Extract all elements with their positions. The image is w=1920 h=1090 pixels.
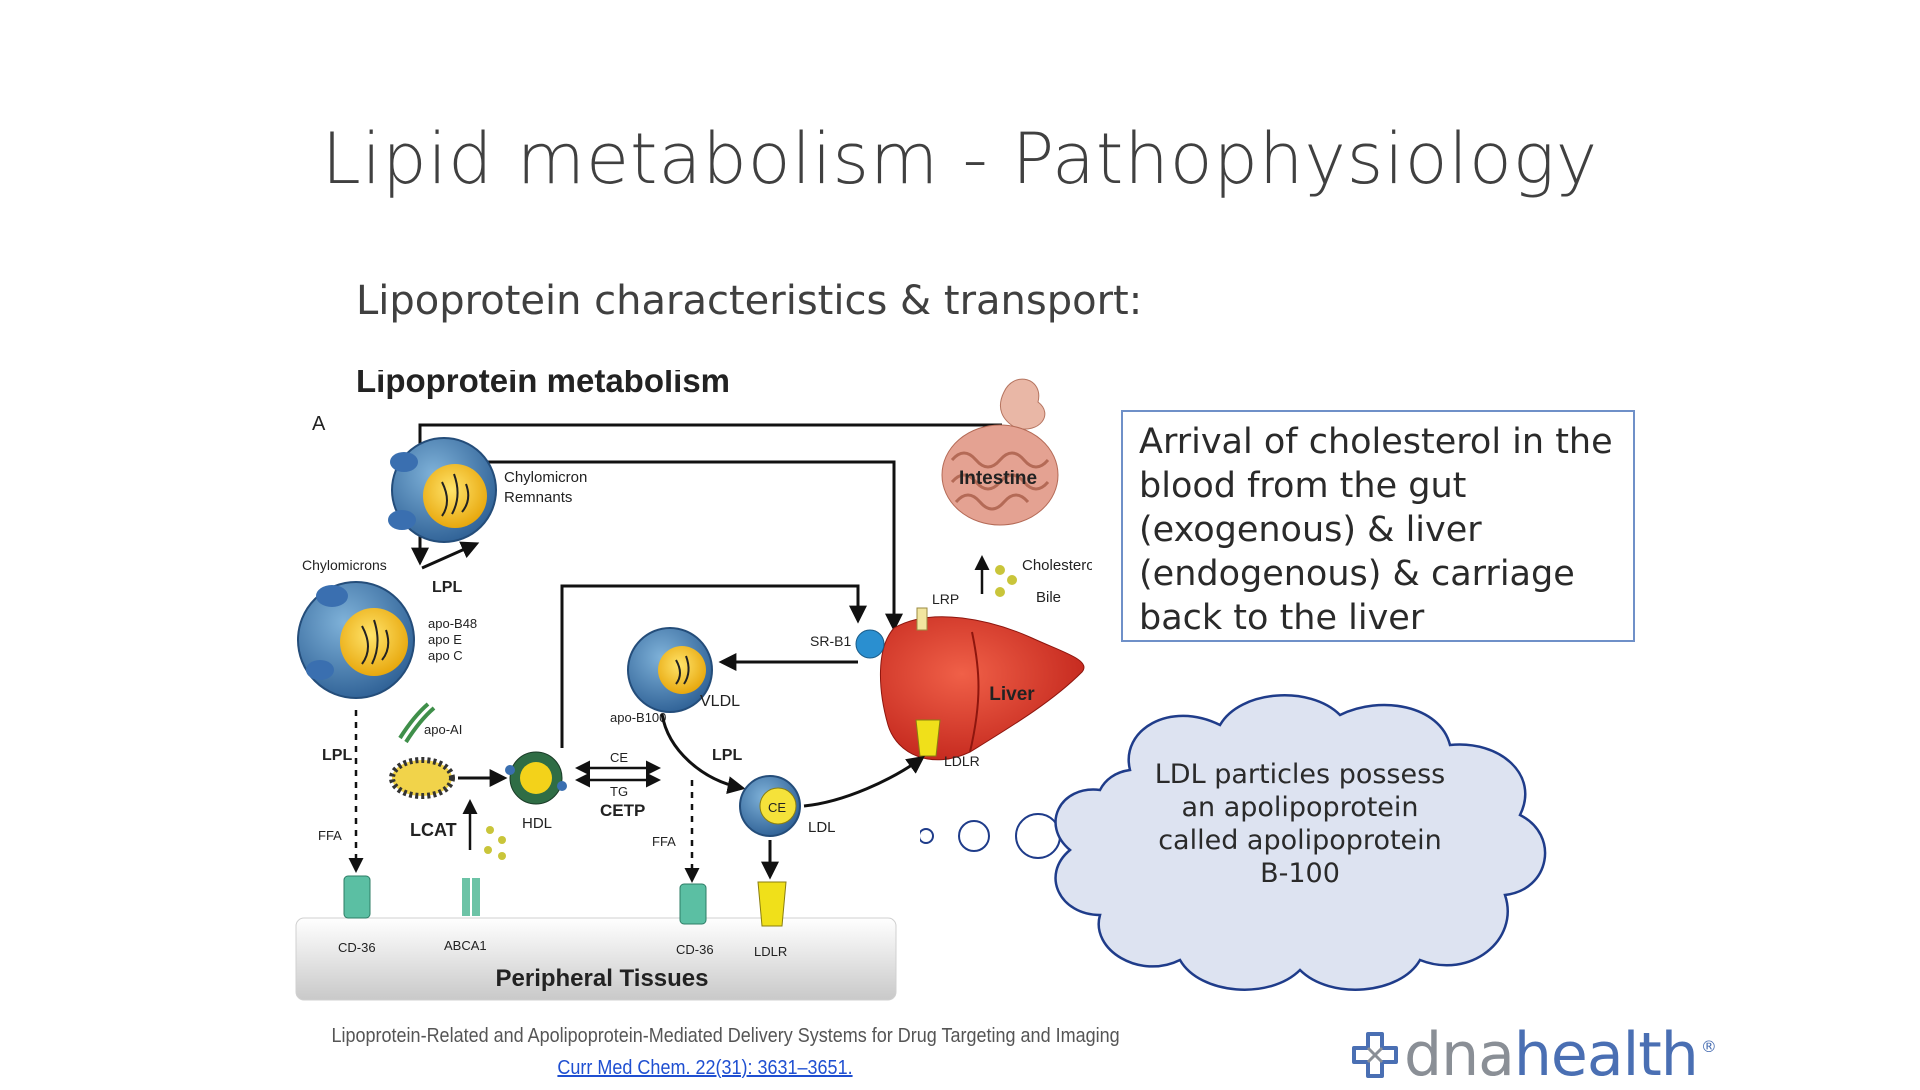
citation-title: Lipoprotein-Related and Apolipoprotein-M… — [331, 1025, 1120, 1047]
sr-b1-receptor — [855, 629, 885, 659]
hdl-particle — [505, 751, 567, 805]
lpl-mid-label: LPL — [712, 747, 742, 764]
cholesterol-dots — [995, 565, 1017, 597]
vldl-particle — [627, 627, 713, 713]
abca1-receptor — [462, 878, 480, 916]
ldlr-bottom-receptor — [757, 881, 787, 927]
intestine-label: Intestine — [959, 468, 1037, 489]
thought-bubble — [920, 694, 1547, 991]
abca1-label: ABCA1 — [444, 938, 487, 953]
sr-b1-label: SR-B1 — [810, 633, 851, 649]
nascent-hdl-disc — [389, 757, 455, 799]
intestine-icon — [941, 378, 1059, 526]
slide-subtitle: Lipoprotein characteristics & transport: — [356, 278, 1143, 324]
ce-exchange-label: CE — [610, 750, 628, 765]
cholesterol-efflux-dots — [484, 826, 506, 860]
diagram-heading: Lipoprotein metabolism — [356, 370, 730, 399]
ffa-mid-label: FFA — [652, 834, 676, 849]
chylomicron-particle — [297, 581, 415, 699]
thought-dot-small — [920, 828, 934, 844]
thought-dot-large — [1015, 813, 1061, 859]
cetp-label: CETP — [600, 801, 645, 820]
thought-cloud — [1054, 694, 1547, 991]
plus-cross-logo-icon — [1352, 1032, 1398, 1078]
ce-ldl-label: CE — [768, 800, 786, 815]
lpl-top-label: LPL — [432, 579, 462, 596]
ldlr-liver-receptor — [915, 719, 941, 757]
liver-label: Liver — [989, 684, 1035, 705]
chylomicrons-label: Chylomicrons — [302, 557, 387, 573]
citation-reference-link[interactable]: Curr Med Chem. 22(31): 3631–3651. — [557, 1057, 853, 1079]
apo-b100-label: apo-B100 — [610, 710, 666, 725]
ldl-label: LDL — [808, 819, 836, 836]
cd36-left-receptor — [343, 875, 371, 919]
chylomicron-remnants-label-2: Remnants — [504, 489, 572, 506]
lrp-label: LRP — [932, 591, 959, 607]
tg-exchange-label: TG — [610, 784, 628, 799]
cd36-left-label: CD-36 — [338, 940, 376, 955]
apo-c-label: apo C — [428, 648, 463, 663]
apo-b48-label: apo-B48 — [428, 616, 477, 631]
ldlr-bottom-label: LDLR — [754, 944, 787, 959]
citation: Lipoprotein-Related and Apolipoprotein-M… — [290, 1020, 1120, 1084]
vldl-label: VLDL — [700, 693, 740, 710]
peripheral-tissues-label: Peripheral Tissues — [496, 965, 709, 992]
lcat-label: LCAT — [410, 820, 457, 840]
cholesterol-label: Cholesterol — [1022, 557, 1092, 574]
cd36-mid-receptor — [679, 883, 707, 925]
callout-box: Arrival of cholesterol in the blood from… — [1121, 410, 1635, 642]
thought-bubble-text: LDL particles possess an apolipoprotein … — [1154, 759, 1446, 889]
cd36-mid-label: CD-36 — [676, 942, 714, 957]
lrp-receptor — [916, 607, 928, 631]
logo-wordmark: dnahealth® — [1404, 1020, 1717, 1090]
peripheral-tissues-band — [295, 917, 897, 1001]
bile-label: Bile — [1036, 589, 1061, 606]
chylomicron-remnants-label-1: Chylomicron — [504, 469, 587, 486]
hdl-label: HDL — [522, 815, 552, 832]
ldl-particle — [739, 775, 801, 837]
panel-letter: A — [312, 413, 326, 435]
dnahealth-logo: dnahealth® — [1350, 1020, 1717, 1090]
callout-text: Arrival of cholesterol in the blood from… — [1139, 422, 1613, 638]
lipoprotein-metabolism-diagram: Lipoprotein metabolism A Peripheral Tiss… — [292, 370, 1092, 1025]
thought-dot-medium — [958, 820, 990, 852]
apo-ai-icon — [398, 702, 436, 744]
chylomicron-remnant-particle — [388, 437, 497, 543]
lpl-left-label: LPL — [322, 747, 352, 764]
apo-e-label: apo E — [428, 632, 462, 647]
ldlr-liver-label: LDLR — [944, 753, 980, 769]
slide-title: Lipid metabolism - Pathophysiology — [321, 118, 1599, 200]
ffa-left-label: FFA — [318, 828, 342, 843]
apo-ai-label: apo-AI — [424, 722, 462, 737]
